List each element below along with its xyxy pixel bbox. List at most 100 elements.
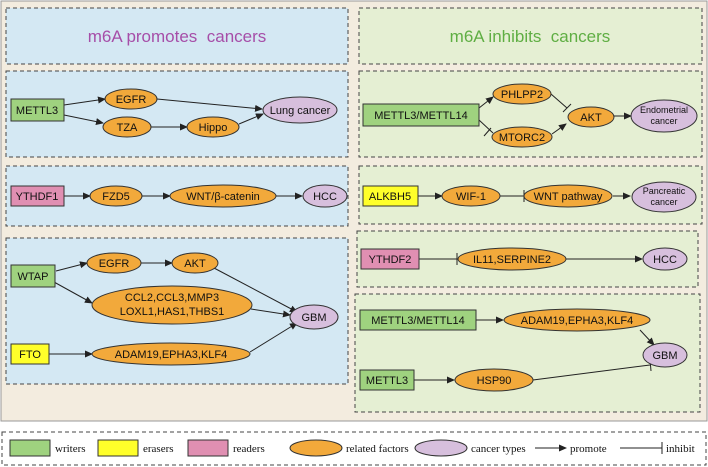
eraser-node-alkbh5: ALKBH5: [362, 185, 419, 207]
right-title-panel: [358, 7, 703, 65]
edge-egfr-lung: [156, 98, 263, 112]
edge-wtap-ccl: [53, 281, 93, 304]
writer-node-mettl3: METTL3: [10, 98, 65, 122]
factor-label-fzd5: FZD5: [102, 191, 130, 203]
legend-swatch-writers: [9, 439, 51, 457]
writer-label-mettl3-mettl14-gbm: METTL3/METTL14: [371, 315, 465, 327]
writer-label-mettl3-gbm: METTL3: [366, 375, 408, 387]
cancer-label-endometrial-line2: cancer: [650, 116, 677, 126]
cancer-node-hcc-right: HCC: [642, 247, 688, 271]
writer-node-mettl3-mettl14: METTL3/METTL14: [362, 103, 480, 127]
factor-label-adam-left: ADAM19,EPHA3,KLF4: [115, 349, 228, 361]
factor-node-adam-left: ADAM19,EPHA3,KLF4: [91, 342, 251, 366]
legend-label-erasers: erasers: [143, 443, 174, 455]
factor-label-wnt-catenin: WNT/β-catenin: [186, 191, 260, 203]
factor-label-hippo: Hippo: [199, 122, 228, 134]
factor-label-egfr: EGFR: [116, 94, 147, 106]
writer-node-wtap: WTAP: [10, 264, 56, 288]
legend-swatch-erasers: [97, 439, 139, 457]
factor-node-wnt-catenin: WNT/β-catenin: [169, 184, 277, 208]
cancer-label-pancreatic-line2: cancer: [650, 197, 677, 207]
factor-node-akt-right: AKT: [567, 106, 615, 128]
factor-node-egfr: EGFR: [104, 88, 158, 110]
factor-node-wif1: WIF-1: [441, 185, 501, 207]
edge-ccl-gbm: [250, 308, 291, 318]
edge-phlpp2-akt-bar: [562, 103, 572, 113]
edges: [49, 93, 655, 384]
cancer-label-hcc-right: HCC: [653, 254, 677, 266]
cancer-label-gbm-right: GBM: [652, 350, 677, 362]
factor-label-hsp90: HSP90: [477, 375, 512, 387]
legend-label-readers: readers: [233, 443, 265, 455]
eraser-node-fto: FTO: [10, 343, 50, 365]
factor-label-mtorc2: MTORC2: [499, 132, 545, 144]
writer-label-mettl3: METTL3: [16, 105, 58, 117]
edge-mettl3-egfr: [63, 96, 106, 106]
cancer-node-hcc-left: HCC: [302, 184, 348, 208]
cancer-node-gbm-right: GBM: [642, 342, 688, 368]
factor-label-ccl-line1: CCL2,CCL3,MMP3: [125, 292, 219, 304]
legend-label-cancers: cancer types: [471, 443, 526, 455]
cancer-label-lung: Lung cancer: [270, 105, 331, 117]
factor-node-egfr-gbm: EGFR: [86, 252, 142, 274]
legend: writers erasers readers related factors …: [1, 431, 707, 466]
factor-node-tza: TZA: [102, 116, 152, 138]
legend-swatch-cancers: [414, 439, 468, 457]
factor-label-egfr-gbm: EGFR: [99, 258, 130, 270]
factor-node-ccl: CCL2,CCL3,MMP3 LOXL1,HAS1,THBS1: [91, 285, 253, 325]
edge-mettl14-phlpp2: [478, 96, 494, 109]
edge-mtorc2-akt: [551, 123, 567, 135]
edge-mettl14-mtorc2: [478, 119, 494, 134]
factor-label-phlpp2: PHLPP2: [501, 89, 543, 101]
edge-mettl14-mtorc2-bar: [483, 127, 492, 137]
writer-label-wtap: WTAP: [18, 271, 49, 283]
factor-label-akt-right: AKT: [580, 112, 602, 124]
cancer-label-gbm-left: GBM: [301, 312, 326, 324]
legend-swatch-factors: [289, 439, 343, 457]
left-title: m6A promotes cancers: [88, 27, 267, 46]
eraser-label-fto: FTO: [19, 349, 41, 361]
factor-label-adam-right: ADAM19,EPHA3,KLF4: [521, 315, 634, 327]
reader-label-ythdf2: YTHDF2: [369, 254, 412, 266]
factor-label-ccl-line2: LOXL1,HAS1,THBS1: [120, 306, 225, 318]
legend-label-promote: promote: [570, 443, 607, 455]
legend-label-writers: writers: [55, 443, 86, 455]
factor-label-wnt-pathway: WNT pathway: [534, 191, 603, 203]
eraser-label-alkbh5: ALKBH5: [369, 191, 411, 203]
factor-node-hippo: Hippo: [186, 116, 240, 138]
factor-label-akt-left: AKT: [184, 258, 206, 270]
legend-swatch-readers: [187, 439, 229, 457]
factor-label-wif1: WIF-1: [456, 191, 486, 203]
left-title-panel: [5, 7, 349, 65]
edge-adam-gbm-right: [639, 329, 655, 346]
legend-label-factors: related factors: [346, 443, 409, 455]
edge-adam-gbm: [249, 322, 298, 353]
cancer-label-hcc-left: HCC: [313, 191, 337, 203]
writer-node-mettl3-mettl14-gbm: METTL3/METTL14: [359, 309, 477, 331]
edge-mettl3-tza: [63, 114, 104, 126]
edge-wtap-egfr: [55, 261, 88, 272]
factor-node-il11: IL11,SERPINE2: [457, 247, 567, 271]
cancer-label-pancreatic-line1: Pancreatic: [643, 186, 686, 196]
cancer-label-endometrial-line1: Endometrial: [640, 105, 688, 115]
factor-node-phlpp2: PHLPP2: [492, 83, 552, 105]
cancer-node-lung: Lung cancer: [262, 96, 338, 124]
reader-label-ythdf1: YTHDF1: [16, 191, 59, 203]
edge-hsp90-gbm: [532, 364, 651, 381]
factor-node-fzd5: FZD5: [89, 185, 143, 207]
factor-node-mtorc2: MTORC2: [491, 126, 553, 148]
factor-node-hsp90: HSP90: [454, 368, 534, 392]
edge-hippo-lung: [238, 113, 264, 125]
cancer-node-pancreatic: Pancreatic cancer: [631, 181, 697, 213]
reader-node-ythdf1: YTHDF1: [10, 185, 65, 207]
cancer-node-gbm-left: GBM: [289, 304, 339, 330]
edge-phlpp2-akt: [550, 93, 568, 109]
edge-akt-gbm: [213, 267, 298, 313]
factor-node-adam-right: ADAM19,EPHA3,KLF4: [503, 308, 651, 332]
writer-label-mettl3-mettl14: METTL3/METTL14: [374, 110, 468, 122]
cancer-node-endometrial: Endometrial cancer: [630, 99, 698, 133]
factor-node-wnt-pathway: WNT pathway: [523, 184, 613, 208]
factor-label-il11: IL11,SERPINE2: [473, 254, 551, 266]
right-title: m6A inhibits cancers: [450, 27, 611, 46]
